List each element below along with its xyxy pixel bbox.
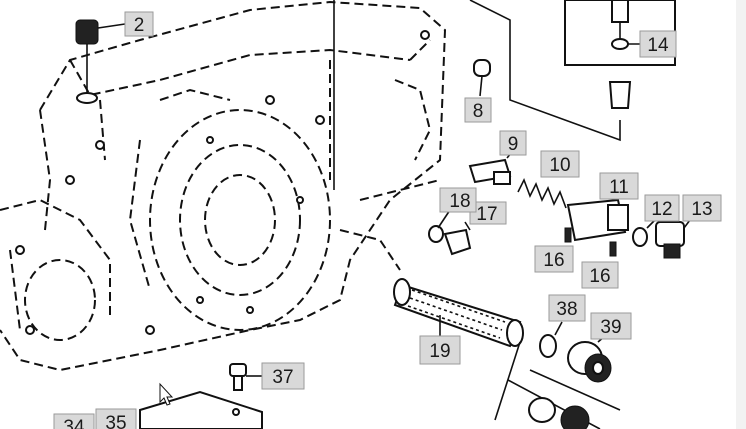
callout-17: 17 [469,201,507,225]
washer-inset [528,397,556,423]
plug-part [608,81,632,109]
callout-13: 13 [682,194,722,222]
callout-37: 37 [261,362,305,390]
svg-text:16: 16 [589,266,610,287]
callout-12: 12 [644,194,680,222]
washer-part-12 [632,227,648,247]
svg-text:13: 13 [691,199,712,220]
bolt-part-37 [229,363,262,391]
svg-text:34: 34 [63,417,85,429]
plug-part-17 [443,228,472,256]
svg-text:2: 2 [134,15,145,36]
svg-text:9: 9 [508,134,519,155]
svg-text:19: 19 [429,341,450,362]
callout-2: 2 [124,11,154,37]
svg-text:18: 18 [449,191,470,212]
callout-19: 19 [419,335,461,365]
svg-text:35: 35 [105,413,126,429]
transmission-housing [0,0,447,372]
svg-text:17: 17 [476,204,497,225]
inset-screw [611,0,629,23]
callout-35: 35 [95,408,137,429]
svg-text:37: 37 [272,367,293,388]
callout-9: 9 [499,130,527,156]
callout-16b: 16 [581,261,619,289]
plug-inset [560,405,590,429]
cover-plate-35 [139,390,263,429]
vertical-scrollbar[interactable] [736,0,746,429]
callout-14: 14 [639,30,677,58]
filter-part-19 [393,278,524,348]
spring-part-2 [75,19,126,104]
washer-14 [611,38,629,50]
callout-8: 8 [464,97,492,123]
mouse-cursor-icon [159,382,174,406]
cap-part-8 [473,59,491,77]
leader-line-14 [469,0,621,142]
washer-part-38 [539,334,557,358]
pin-part-16b [609,241,617,257]
pin-part-9 [468,151,513,185]
callout-16a: 16 [534,245,574,273]
svg-text:11: 11 [609,177,629,198]
washer-part-18 [428,225,444,243]
pin-part-16a [564,227,572,243]
svg-text:39: 39 [600,317,621,338]
callout-34: 34 [53,413,95,429]
callout-38: 38 [548,294,586,322]
svg-text:12: 12 [651,199,672,220]
svg-text:14: 14 [647,35,669,56]
svg-text:8: 8 [473,101,484,122]
callout-10: 10 [540,150,580,178]
callout-18: 18 [439,187,477,213]
svg-text:10: 10 [549,155,570,176]
plug-part-39 [567,335,612,383]
plug-part-13 [655,219,691,259]
callout-39: 39 [590,312,632,340]
callout-11: 11 [599,172,639,200]
svg-text:38: 38 [556,299,577,320]
svg-text:16: 16 [543,250,564,271]
